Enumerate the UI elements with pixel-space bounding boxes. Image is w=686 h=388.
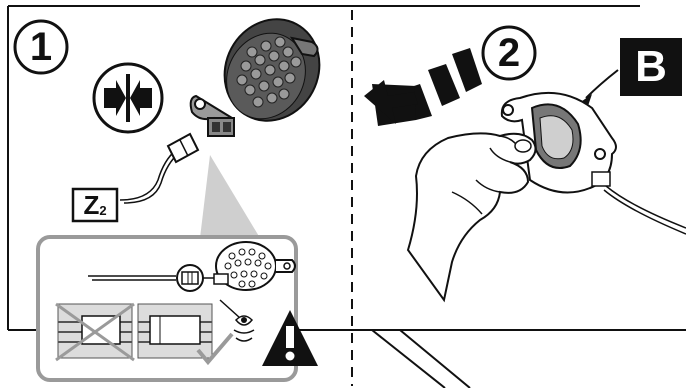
connector-label-letter: Z	[83, 190, 99, 220]
connector-label: Z2	[73, 189, 117, 221]
step-1-number: 1	[13, 19, 69, 75]
hand-holding-speaker	[408, 93, 686, 300]
speaker-buzzer	[191, 2, 337, 137]
correct-connector	[138, 304, 212, 358]
incorrect-connector	[56, 304, 134, 360]
wire-connector	[120, 134, 198, 203]
callout-b-leader	[586, 70, 618, 98]
step-2-number: 2	[481, 25, 537, 81]
zoom-pointer	[200, 155, 260, 238]
callout-b-label: B	[620, 38, 682, 96]
connect-arrows-icon	[94, 64, 162, 132]
connector-label-subscript: 2	[99, 203, 106, 218]
push-arrow-icon	[364, 48, 482, 126]
